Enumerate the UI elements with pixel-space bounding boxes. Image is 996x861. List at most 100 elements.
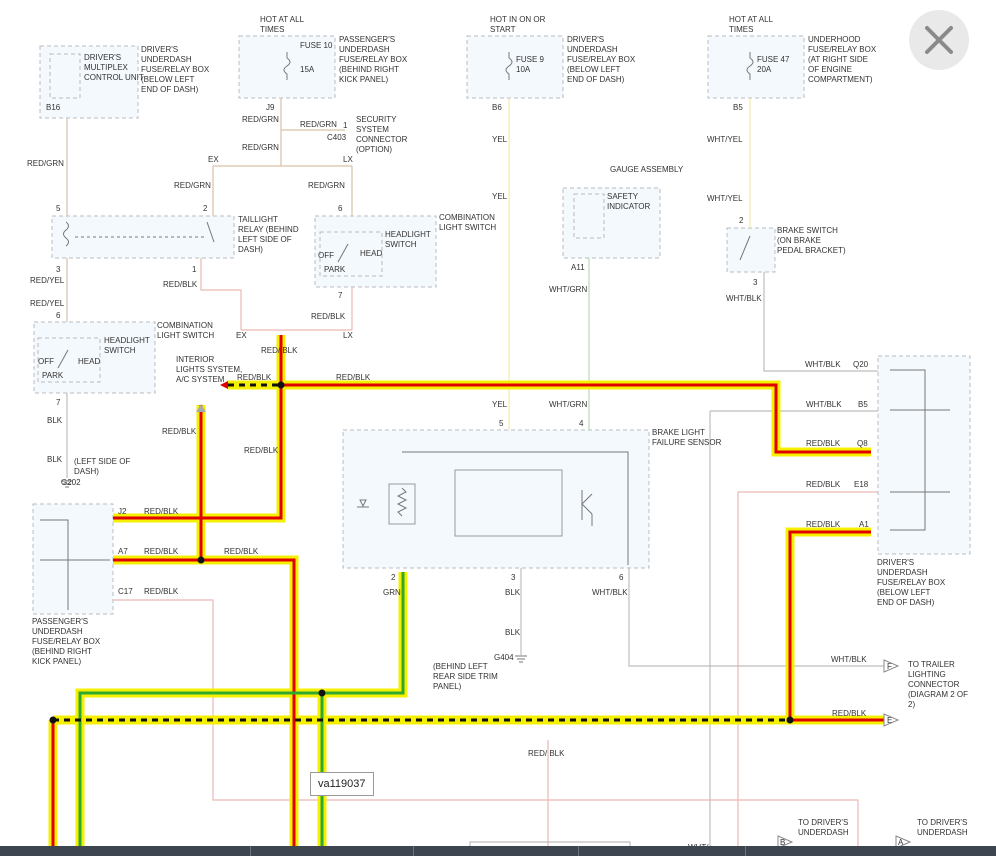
pin-labels: B16 J9 B6 B5 1 5 2 3 1 6 7 6 7 A11 2 3 E… <box>46 103 904 847</box>
pin-1-relay: 1 <box>192 265 197 274</box>
wire-label-41: WHT/GRN <box>549 400 587 409</box>
pin-e: E <box>887 716 892 725</box>
fuse-10-symbol <box>283 52 291 80</box>
safety-indicator-box <box>573 193 605 239</box>
sensor-diode <box>357 499 369 508</box>
wire-label-15: RED/BLK <box>244 446 279 455</box>
wire-label-10: RED/BLK <box>311 312 346 321</box>
pin-2-blf: 2 <box>391 573 396 582</box>
wire-label-21: RED/BLK <box>806 480 841 489</box>
wire-label-14: RED/BLK <box>162 427 197 436</box>
wire-label-31: YEL <box>492 400 508 409</box>
pin-7-switch: 7 <box>338 291 343 300</box>
pin-b16: B16 <box>46 103 61 112</box>
pin-2-brake: 2 <box>739 216 744 225</box>
label-fuse47: FUSE 47 <box>757 55 790 64</box>
connector-f-arrow <box>883 659 900 673</box>
pin-j9: J9 <box>266 103 275 112</box>
label-g202: G202 <box>61 478 81 487</box>
wire-label-11: RED/ BLK <box>261 346 298 355</box>
bottom-toolbar <box>0 846 996 856</box>
headlight-switch-left-box <box>37 337 101 383</box>
brake-switch-box <box>726 227 776 273</box>
label-fuse9: FUSE 9 <box>516 55 545 64</box>
driver-fuse-box-right <box>877 355 971 555</box>
pin-7-left: 7 <box>56 398 61 407</box>
brake-light-failure-sensor-box <box>342 429 650 569</box>
pin-q20: Q20 <box>853 360 869 369</box>
connector-a-arrow <box>895 835 912 849</box>
wire-label-16: RED/BLK <box>144 507 179 516</box>
wire-wht-blk-q20 <box>763 272 878 372</box>
wire-label-23: RED/BLK <box>832 709 867 718</box>
pin-6-switch: 6 <box>338 204 343 213</box>
pin-6-left: 6 <box>56 311 61 320</box>
pin-b6: B6 <box>492 103 502 112</box>
passenger-box-internal <box>40 519 110 610</box>
wire-label-3: RED/GRN <box>242 143 279 152</box>
sensor-ic <box>454 469 563 537</box>
wire-label-13: RED/BLK <box>336 373 371 382</box>
headlight-switch-right-lever <box>337 243 349 263</box>
wire-label-18: RED/BLK <box>224 547 259 556</box>
wire-label-4: RED/GRN <box>27 159 64 168</box>
pin-a: A <box>898 838 904 847</box>
wire-label-5: RED/GRN <box>174 181 211 190</box>
pin-b5-top: B5 <box>733 103 743 112</box>
wire-label-17: RED/BLK <box>144 547 179 556</box>
wire-label-20: RED/BLK <box>806 439 841 448</box>
wire-ex-lx-bottom <box>241 287 353 331</box>
driver-fuse-box-top <box>466 35 564 99</box>
wire-label-36: WHT/BLK <box>806 400 842 409</box>
brake-switch-lever <box>739 235 751 261</box>
wire-red-blk-e18 <box>737 491 878 856</box>
highlighted-circuit <box>48 335 888 856</box>
label-head-left: HEAD <box>78 357 100 366</box>
wire-label-38: WHT/BLK <box>831 655 867 664</box>
fuse-47-symbol <box>746 52 754 80</box>
wire-red-blk-c17 <box>113 599 859 856</box>
label-c403: C403 <box>327 133 347 142</box>
wire-wht-blk-b5 <box>709 410 878 856</box>
headlight-switch-right-box <box>319 231 383 277</box>
pin-3-relay: 3 <box>56 265 61 274</box>
close-x-icon <box>925 26 953 54</box>
label-park-right: PARK <box>324 265 346 274</box>
wire-label-25: BLK <box>47 416 63 425</box>
label-fuse47-amp: 20A <box>757 65 772 74</box>
label-off-right: OFF <box>318 251 334 260</box>
underhood-fuse-box <box>707 35 805 99</box>
wire-relay-redblk <box>200 258 242 330</box>
wire-label-1: RED/GRN <box>242 115 279 124</box>
pin-2-relay: 2 <box>203 204 208 213</box>
wire-ex-lx-top <box>212 165 353 216</box>
pin-ex-bottom: EX <box>236 331 247 340</box>
wire-label-27: BLK <box>505 588 521 597</box>
close-button[interactable] <box>909 10 969 70</box>
wire-label-42: GRN <box>383 588 401 597</box>
headlight-switch-left-lever <box>57 349 69 369</box>
pin-3-brake: 3 <box>753 278 758 287</box>
label-park-left: PARK <box>42 371 64 380</box>
pin-lx-bottom: LX <box>343 331 353 340</box>
pin-f: F <box>887 662 892 671</box>
pin-a7: A7 <box>118 547 128 556</box>
fuse-9-symbol <box>505 52 513 80</box>
